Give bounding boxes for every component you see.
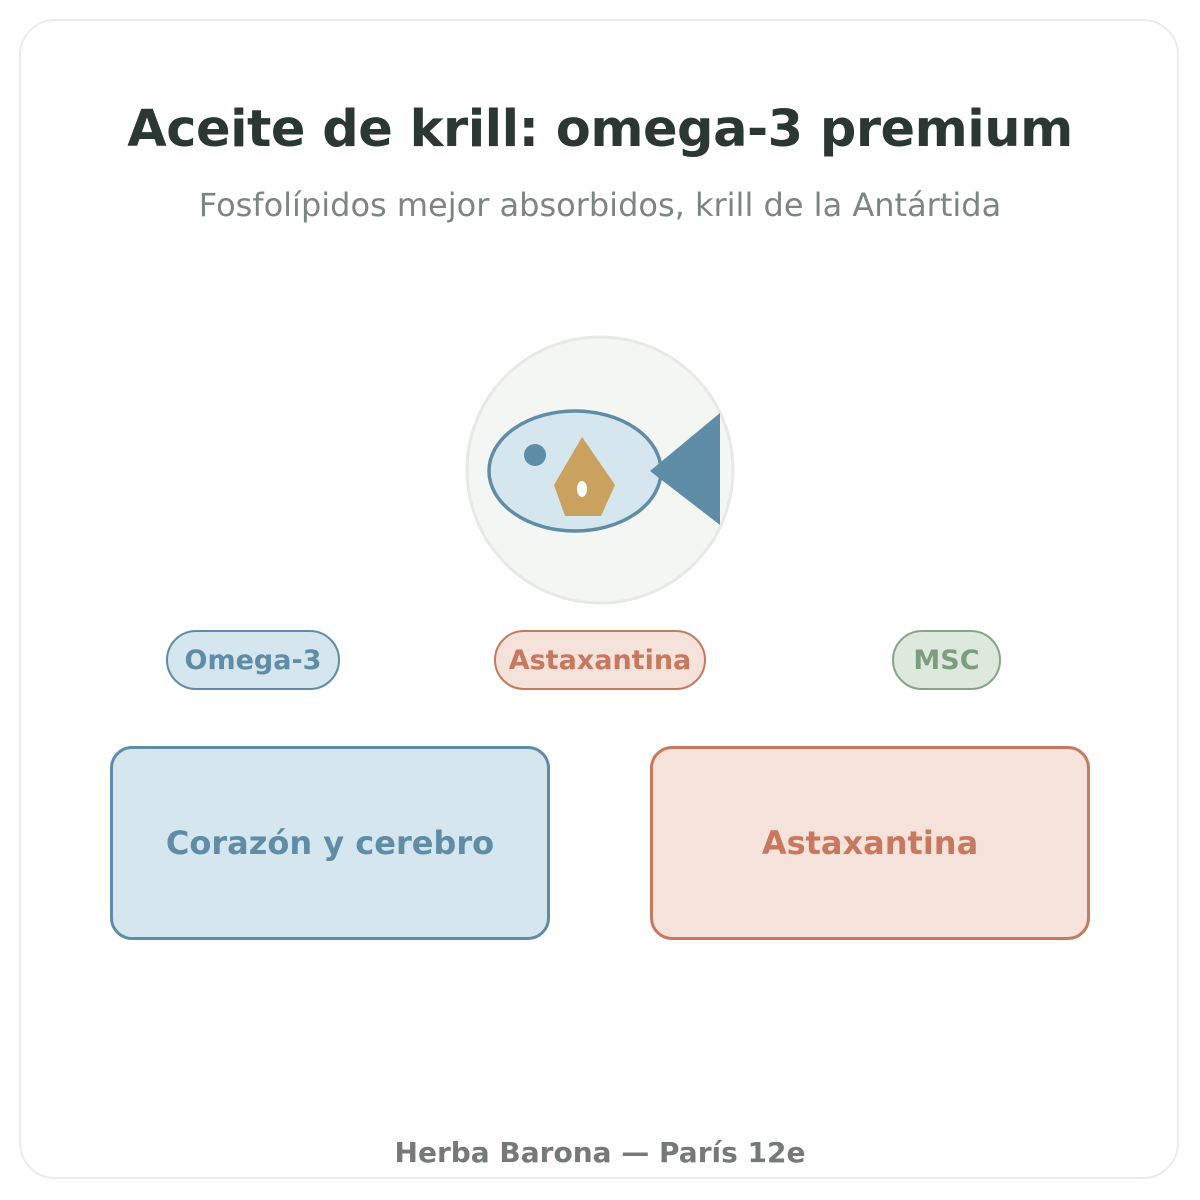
tag-omega-3: Omega-3 [166, 630, 340, 690]
tag-msc: MSC [892, 630, 1001, 690]
fish-icon [465, 335, 735, 605]
page-subtitle: Fosfolípidos mejor absorbidos, krill de … [198, 186, 1002, 224]
footer-store: Herba Barona — París 12e [394, 1136, 806, 1169]
benefit-heart-brain: Corazón y cerebro [110, 746, 550, 940]
tag-astaxantina: Astaxantina [494, 630, 706, 690]
fish-eye [524, 444, 546, 466]
oil-drop-highlight [577, 481, 587, 497]
oil-drop-icon [554, 437, 615, 516]
benefit-astaxantina: Astaxantina [650, 746, 1090, 940]
fish-tail [650, 413, 720, 525]
page-title: Aceite de krill: omega-3 premium [127, 100, 1073, 159]
